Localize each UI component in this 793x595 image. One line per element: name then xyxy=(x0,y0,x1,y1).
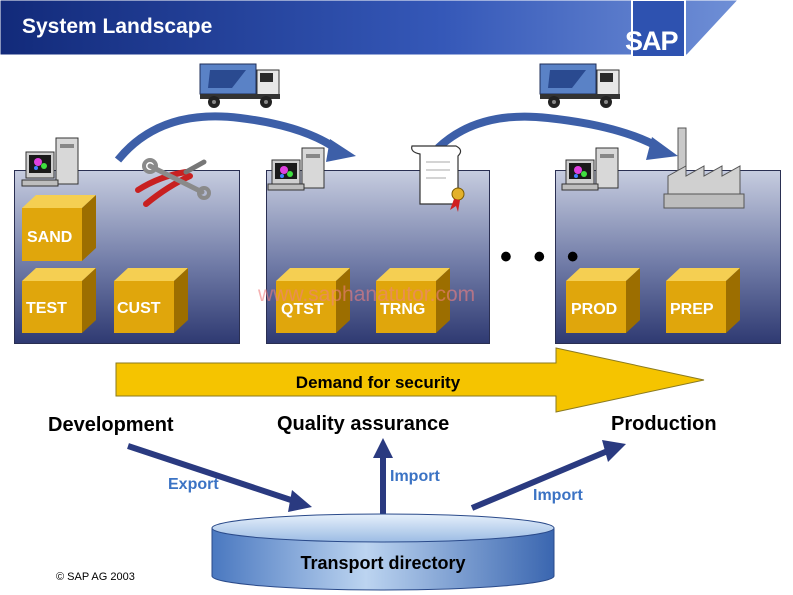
cube-test: TEST xyxy=(22,268,96,333)
curved-arrow-qa-to-prod xyxy=(435,112,678,160)
flow-label-import-production: Import xyxy=(533,487,583,504)
factory-icon xyxy=(663,127,745,209)
cube-prod: PROD xyxy=(566,268,640,333)
ellipsis: • • • xyxy=(500,238,585,276)
cube-label-trng: TRNG xyxy=(380,301,425,318)
cube-label-prod: PROD xyxy=(571,301,617,318)
export-arrow xyxy=(127,443,301,506)
stage-label-development: Development xyxy=(48,414,174,436)
stage-label-quality: Quality assurance xyxy=(277,413,450,435)
sap-logo: SAP xyxy=(625,26,679,56)
cube-label-test: TEST xyxy=(26,300,67,317)
stage-label-production: Production xyxy=(611,413,717,435)
security-arrow: Demand for security xyxy=(115,347,705,413)
cube-trng: TRNG xyxy=(376,268,450,333)
truck-icon xyxy=(539,63,620,108)
cube-label-cust: CUST xyxy=(117,300,161,317)
watermark: www.saphanatutor.com xyxy=(258,283,476,306)
import-production-arrow xyxy=(470,447,612,511)
tools-icon xyxy=(135,158,211,207)
computer-icon xyxy=(21,137,79,187)
cube-prep: PREP xyxy=(666,268,740,333)
transport-directory-cylinder: Transport directory xyxy=(211,513,555,591)
slide-title: System Landscape xyxy=(22,15,213,38)
truck-icon xyxy=(199,63,280,108)
computer-icon xyxy=(561,147,619,191)
cube-label-prep: PREP xyxy=(670,301,714,318)
certificate-icon xyxy=(411,145,465,212)
flow-label-export: Export xyxy=(168,476,219,493)
cube-label-qtst: QTST xyxy=(281,301,324,318)
cube-qtst: QTST xyxy=(276,268,350,333)
header-bar: System Landscape SAP xyxy=(0,0,793,56)
copyright: © SAP AG 2003 xyxy=(56,571,135,583)
transport-directory-label: Transport directory xyxy=(300,553,465,573)
cube-sand: SAND xyxy=(22,195,96,261)
computer-icon xyxy=(267,147,325,191)
cube-label-sand: SAND xyxy=(27,229,72,246)
curved-arrow-dev-to-qa xyxy=(114,112,356,163)
flow-label-import-quality: Import xyxy=(390,468,440,485)
security-arrow-label: Demand for security xyxy=(296,373,461,392)
cube-cust: CUST xyxy=(114,268,188,333)
